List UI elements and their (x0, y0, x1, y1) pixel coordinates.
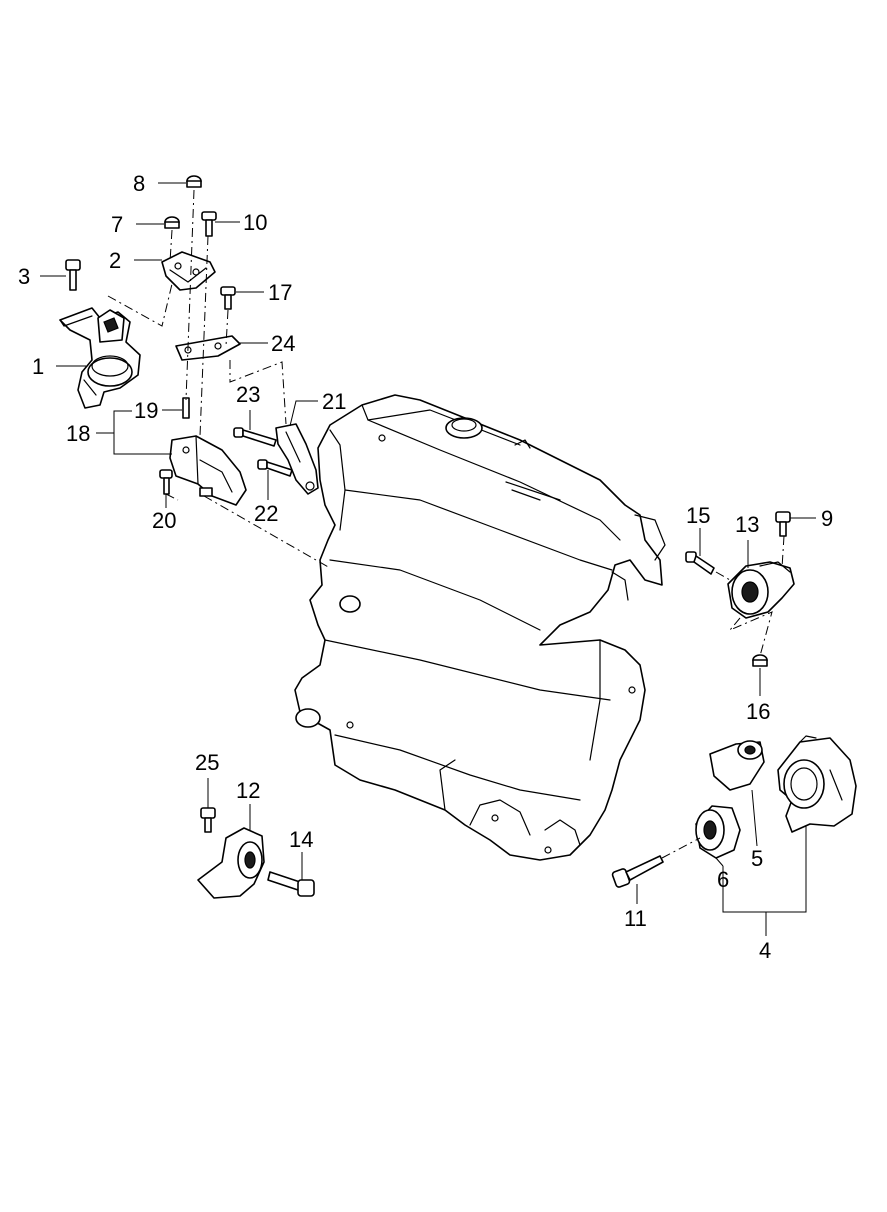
callout-20: 20 (152, 508, 176, 533)
mount-bracket-icon (161, 251, 216, 291)
mount-insulator-icon (709, 740, 765, 791)
callout-3: 3 (18, 264, 30, 289)
support-bracket-icon (275, 423, 319, 495)
callout-7: 7 (111, 212, 123, 237)
callout-4: 4 (759, 938, 771, 963)
callout-labels: 8 7 10 2 3 17 24 1 19 18 23 21 22 20 15 … (18, 171, 833, 963)
engine-mount-upper-icon (59, 307, 141, 409)
bolt-icon (65, 259, 81, 291)
callout-19: 19 (134, 398, 158, 423)
bolt-icon (200, 807, 216, 833)
bolt-icon (201, 211, 217, 237)
bolt-icon (775, 511, 791, 537)
callout-24: 24 (271, 331, 295, 356)
callout-8: 8 (133, 171, 145, 196)
callout-22: 22 (254, 501, 278, 526)
callout-leaders (40, 182, 816, 936)
callout-2: 2 (109, 248, 121, 273)
callout-14: 14 (289, 827, 313, 852)
roll-stopper-rear-icon (727, 561, 795, 619)
callout-5: 5 (751, 846, 763, 871)
long-bolt-icon (267, 871, 315, 897)
roll-stopper-front-icon (197, 827, 265, 899)
bracket-assembly-icon (169, 435, 247, 506)
engine-block-icon (294, 394, 666, 861)
long-bolt-icon (233, 427, 277, 447)
assembly-guide-lines (107, 189, 785, 859)
bolt-icon (257, 459, 293, 477)
callout-11: 11 (624, 906, 647, 931)
bushing-icon (695, 805, 741, 859)
callout-21: 21 (322, 389, 346, 414)
transaxle-mount-assembly-icon (777, 735, 857, 833)
nut-icon (164, 216, 180, 229)
callout-6: 6 (717, 867, 729, 892)
callout-12: 12 (236, 778, 260, 803)
stay-plate-icon (175, 335, 241, 361)
long-bolt-icon (611, 855, 664, 888)
callout-13: 13 (735, 512, 759, 537)
callout-23: 23 (236, 382, 260, 407)
bolt-icon (220, 286, 236, 310)
nut-icon (752, 654, 768, 667)
callout-1: 1 (32, 354, 44, 379)
callout-10: 10 (243, 210, 267, 235)
nut-icon (186, 175, 202, 188)
stud-icon (182, 397, 190, 419)
callout-9: 9 (821, 506, 833, 531)
callout-18: 18 (66, 421, 90, 446)
callout-17: 17 (268, 280, 292, 305)
callout-15: 15 (686, 503, 710, 528)
long-bolt-icon (685, 551, 715, 575)
callout-25: 25 (195, 750, 219, 775)
bolt-icon (159, 469, 173, 495)
callout-16: 16 (746, 699, 770, 724)
